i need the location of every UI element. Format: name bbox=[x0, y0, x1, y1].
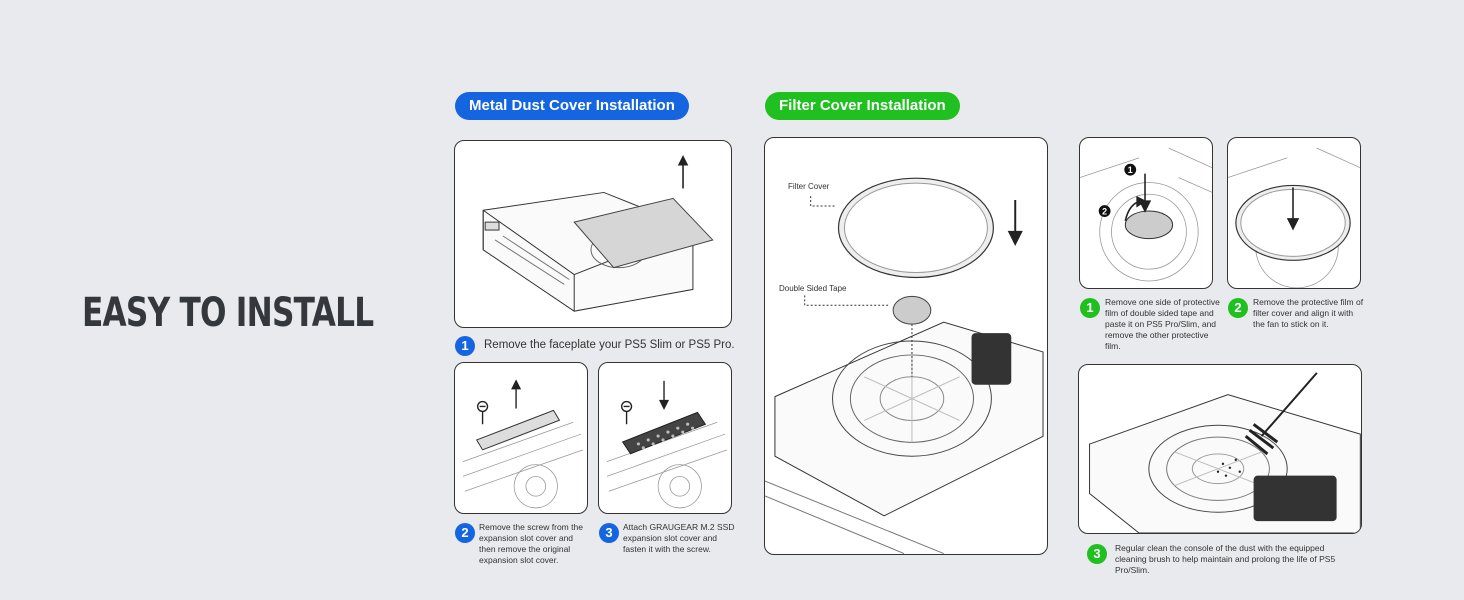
marker-1 bbox=[1124, 163, 1137, 176]
filter-overview-illustration bbox=[765, 177, 1044, 554]
step-1-caption: Remove the faceplate your PS5 Slim or PS… bbox=[484, 339, 735, 351]
panel-apply-tape: 1 2 bbox=[1079, 137, 1213, 289]
filter-step-badge-3: 3 bbox=[1087, 544, 1107, 564]
panel-attach-cover bbox=[598, 362, 732, 514]
step-3-caption: Attach GRAUGEAR M.2 SSD expansion slot c… bbox=[623, 522, 735, 554]
marker-2 bbox=[1098, 205, 1111, 217]
panel-clean-brush bbox=[1078, 364, 1362, 534]
label-filter-cover: Filter Cover bbox=[788, 182, 830, 191]
panel-remove-faceplate bbox=[454, 140, 732, 328]
console-faceplate-illustration bbox=[482, 155, 714, 312]
step-badge-1: 1 bbox=[455, 336, 475, 356]
headline: EASY TO INSTALL bbox=[82, 290, 374, 336]
panel-align-filter bbox=[1227, 137, 1361, 289]
filter-step-3-caption: Regular clean the console of the dust wi… bbox=[1115, 543, 1336, 575]
attach-cover-illustration bbox=[606, 380, 728, 509]
filter-step-1-caption: Remove one side of protective film of do… bbox=[1105, 297, 1220, 351]
filter-step-2-caption: Remove the protective film of filter cov… bbox=[1253, 297, 1364, 329]
step-badge-2: 2 bbox=[455, 523, 475, 543]
panel-filter-overview bbox=[764, 137, 1048, 555]
marker-1-text: 1 bbox=[1128, 165, 1133, 175]
step-2-caption: Remove the screw from the expansion slot… bbox=[479, 522, 583, 565]
cleaning-brush-illustration bbox=[1089, 372, 1361, 533]
remove-screw-illustration bbox=[462, 379, 584, 509]
panel-remove-screw bbox=[454, 362, 588, 514]
marker-2-text: 2 bbox=[1102, 206, 1107, 216]
filter-step-badge-1: 1 bbox=[1080, 298, 1100, 318]
align-filter-illustration bbox=[1228, 147, 1360, 288]
metal-section-title: Metal Dust Cover Installation bbox=[455, 92, 689, 120]
label-double-sided-tape: Double Sided Tape bbox=[779, 284, 847, 293]
filter-section-title: Filter Cover Installation bbox=[765, 92, 960, 120]
step-badge-3: 3 bbox=[599, 523, 619, 543]
apply-tape-illustration: 1 2 bbox=[1080, 147, 1212, 282]
filter-step-badge-2: 2 bbox=[1228, 298, 1248, 318]
